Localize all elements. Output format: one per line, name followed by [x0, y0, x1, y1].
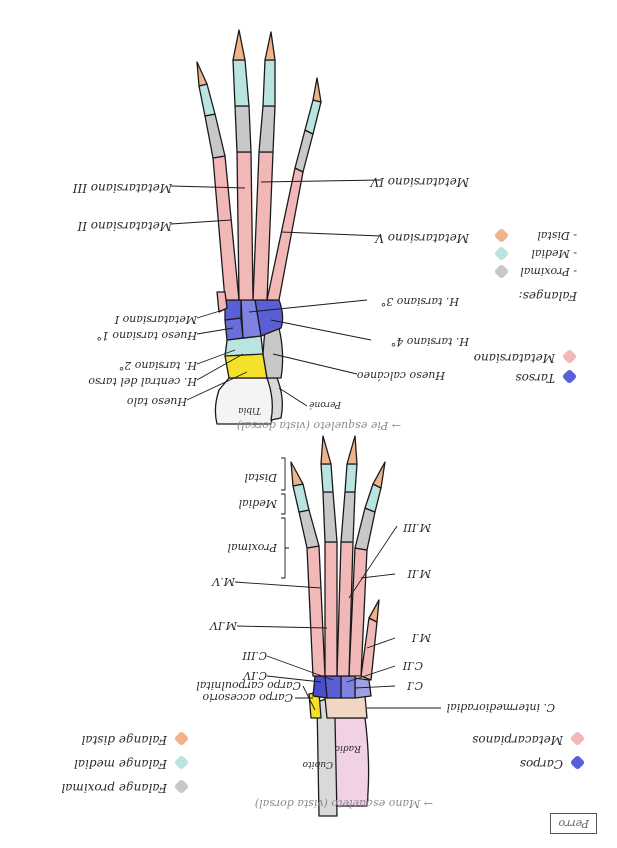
label-m-i: M.I — [411, 631, 431, 644]
fore-carpal-accessory — [308, 691, 322, 719]
hind-title: → Pie esqueleto (vista dorsal) — [236, 419, 401, 432]
label-m-iii: M.III — [403, 521, 431, 534]
label-carpo-accesorio: Carpo accesorio — [202, 691, 293, 704]
fore-phalanx-dist-ii — [372, 461, 386, 489]
legend-distal: - Distal — [537, 229, 577, 242]
fore-phalanx-dist-i — [368, 599, 380, 623]
label-fibula: Peroné — [309, 399, 341, 409]
label-tarsal-2: H. tarsiano 2° — [118, 359, 197, 372]
fore-phalanx-prox-iii — [340, 491, 356, 543]
legend-medial: - Medial — [531, 247, 577, 260]
legend-f-medial: Falange medial — [74, 757, 167, 771]
label-m-ii: M.II — [407, 567, 431, 580]
label-proximal-bracket: Proximal — [227, 541, 277, 554]
legend-proximal: - Proximal — [520, 265, 577, 278]
label-metatarsal-iii: Metatarsiano III — [72, 181, 172, 195]
hind-foot — [196, 29, 322, 425]
hind-phalanx-dist-iv — [264, 31, 276, 61]
label-carpo-carpoulnital: Carpo carpoulnital — [196, 679, 301, 692]
label-central-tarsal: H. central del tarso — [88, 375, 197, 388]
hind-phalanx-dist-ii — [196, 61, 208, 87]
hind-phalanx-dist-v — [312, 77, 322, 103]
fore-metacarpal-v — [306, 545, 326, 677]
box-perro: Perro — [550, 813, 597, 834]
fore-phalanx-med-v — [292, 483, 310, 513]
fore-carpal-ii — [340, 675, 356, 699]
legend-falanges-heading: Falanges: — [518, 289, 577, 303]
label-metatarsal-iv: Metatarsiano IV — [370, 175, 469, 189]
label-c-intermedioradial: C. intermedioradial — [446, 701, 555, 714]
label-metatarsal-v: Metatarsiano V — [375, 231, 469, 245]
hind-phalanx-prox-iii — [234, 105, 252, 153]
label-metatarsal-i: Metatarsiano I — [114, 313, 197, 326]
label-radio: Radio — [334, 743, 361, 753]
fore-phalanx-prox-iv — [322, 491, 338, 543]
fore-phalanx-med-iv — [320, 463, 334, 493]
fore-phalanx-prox-ii — [354, 507, 376, 551]
label-medial-bracket: Medial — [238, 497, 277, 510]
label-tibia: Tibia — [238, 405, 261, 415]
fore-phalanx-dist-v — [290, 461, 304, 487]
label-c-i: C.I — [407, 679, 423, 692]
legend-metacarpianos: Metacarpianos — [472, 733, 563, 747]
legend-f-proximal: Falange proximal — [61, 781, 167, 795]
label-tarsal-4: H. tarsiano 4° — [390, 335, 469, 348]
fore-phalanx-prox-v — [298, 509, 320, 549]
hind-phalanx-dist-iii — [232, 29, 246, 61]
legend-carpos: Carpos — [519, 757, 563, 771]
fore-leader-lines — [234, 457, 441, 711]
hind-calcaneus — [262, 327, 284, 379]
fore-paw — [290, 435, 386, 817]
legend-metatarsiano: Metatarsiano — [473, 351, 555, 365]
label-calcaneus: Hueso calcáneo — [356, 369, 445, 382]
fore-metacarpal-iv — [324, 541, 338, 677]
fore-phalanx-med-iii — [344, 463, 358, 493]
hind-metatarsal-ii — [212, 155, 240, 301]
fore-ulna — [316, 697, 338, 817]
fore-phalanx-dist-iv — [320, 435, 332, 465]
label-tarsal-3: H. tarsiano 3° — [380, 295, 459, 308]
hind-tarsal-1 — [224, 299, 242, 321]
hind-phalanx-prox-ii — [204, 113, 226, 159]
fore-phalanx-dist-iii — [346, 435, 358, 465]
hind-phalanx-med-ii — [198, 83, 216, 117]
fore-title: → Mano esqueleto (vista dorsal) — [254, 797, 433, 810]
fore-carpal-iv — [312, 675, 328, 699]
label-talus: Hueso talo — [126, 395, 187, 408]
hind-metatarsal-v — [266, 167, 304, 301]
hind-metatarsal-iii — [236, 151, 254, 301]
hind-tibia — [214, 377, 274, 425]
fore-carpal-interradial — [324, 695, 368, 719]
hind-phalanx-prox-v — [294, 129, 314, 173]
legend-tarsos: Tarsos — [515, 371, 555, 385]
fore-phalanx-med-ii — [364, 483, 382, 513]
label-m-iv: M.IV — [209, 619, 237, 632]
hind-phalanx-med-iii — [232, 59, 250, 107]
hind-metatarsal-iv — [252, 151, 274, 301]
label-c-iii: C.III — [242, 649, 267, 662]
hind-phalanx-med-iv — [262, 59, 276, 107]
hind-metatarsal-i — [216, 291, 228, 313]
hind-leader-lines — [170, 179, 382, 407]
hind-phalanx-med-v — [304, 99, 322, 135]
label-distal-bracket: Distal — [244, 471, 277, 484]
label-metatarsal-ii: Metatarsiano II — [77, 219, 172, 233]
label-cubito: Cubito — [302, 759, 333, 769]
hind-phalanx-prox-iv — [258, 105, 276, 153]
label-tarsal-1: Hueso tarsiano 1° — [96, 329, 197, 342]
label-m-v: M.V — [212, 575, 235, 588]
legend-f-distal: Falange distal — [81, 733, 167, 747]
label-c-ii: C.II — [402, 659, 423, 672]
fore-carpal-iii — [324, 675, 342, 699]
